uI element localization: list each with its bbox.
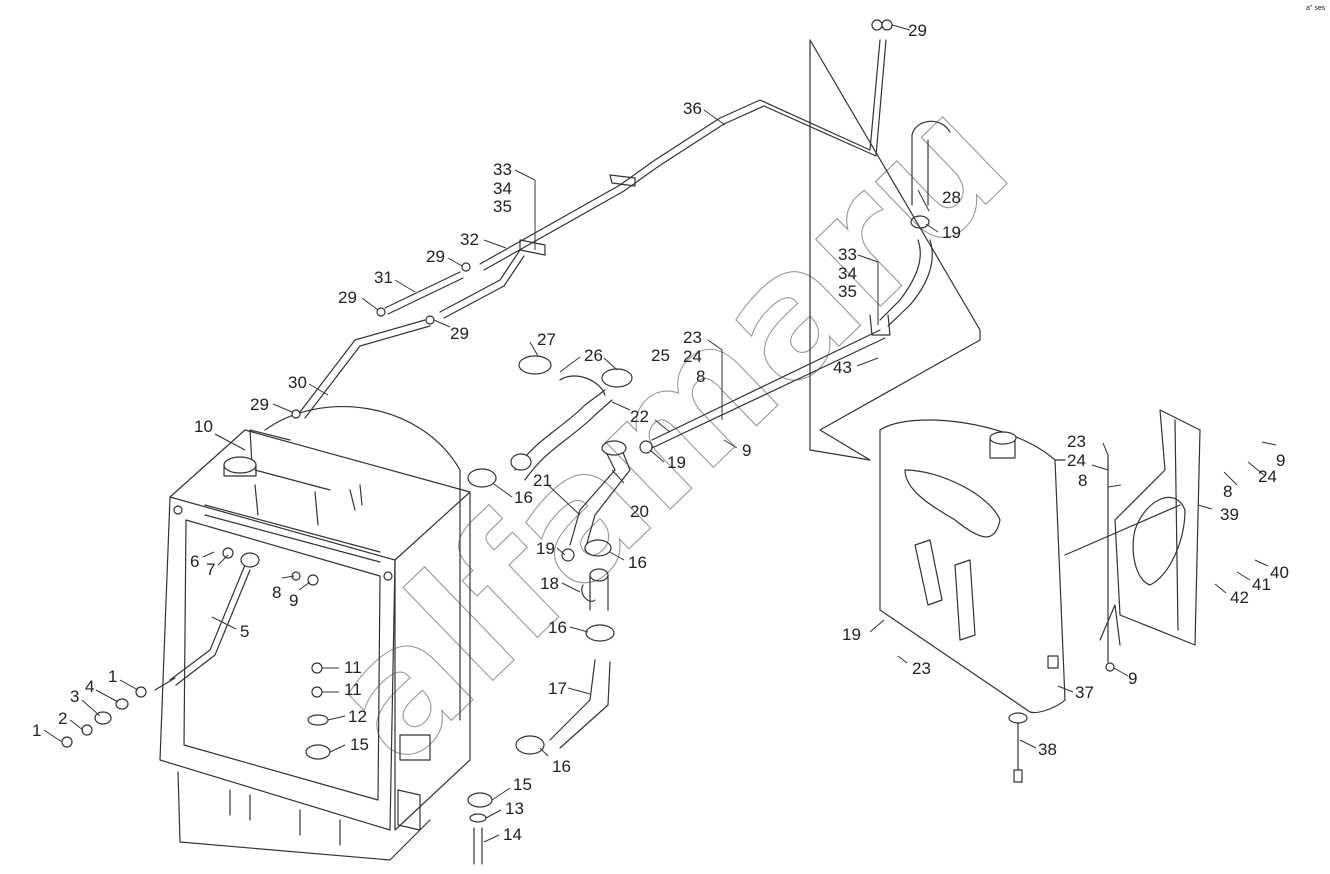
callout-label: 8 — [696, 367, 705, 386]
callout-label: 19 — [842, 625, 861, 644]
callout-label: 27 — [537, 330, 556, 349]
callout-label: 30 — [288, 373, 307, 392]
tank-pipe — [809, 39, 981, 461]
callout-label: 24 — [1258, 467, 1277, 486]
callout-label: 34 — [838, 264, 857, 283]
callout-numbers: 1 2 3 4 1 5 6 7 8 9 10 11 11 12 15 15 13… — [32, 21, 1289, 844]
callout-label: 36 — [683, 99, 702, 118]
callout-label: 25 — [651, 346, 670, 365]
callout-label: 16 — [552, 757, 571, 776]
callout-label: 19 — [667, 453, 686, 472]
callout-label: 8 — [1223, 482, 1232, 501]
callout-label: 24 — [683, 347, 702, 366]
callout-label: 29 — [908, 21, 927, 40]
callout-label: 29 — [338, 288, 357, 307]
callout-label: 26 — [584, 346, 603, 365]
callout-label: 1 — [32, 721, 41, 740]
callout-label: 4 — [85, 677, 94, 696]
callout-label: 19 — [942, 223, 961, 242]
callout-label: 31 — [374, 268, 393, 287]
callout-label: 9 — [289, 591, 298, 610]
callout-label: 16 — [628, 553, 647, 572]
callout-label: 8 — [1078, 471, 1087, 490]
callout-label: 11 — [344, 658, 362, 677]
corner-mark: a" ses — [1306, 5, 1326, 12]
callout-label: 24 — [1067, 451, 1086, 470]
callout-label: 9 — [742, 441, 751, 460]
callout-label: 20 — [630, 502, 649, 521]
callout-label: 7 — [206, 560, 215, 579]
callout-label: 35 — [493, 197, 512, 216]
callout-label: 16 — [514, 488, 533, 507]
callout-label: 40 — [1270, 563, 1289, 582]
overflow-pipes — [291, 19, 893, 419]
callout-label: 23 — [1067, 432, 1086, 451]
callout-label: 19 — [536, 539, 555, 558]
callout-label: 35 — [838, 282, 857, 301]
callout-label: 42 — [1230, 588, 1249, 607]
callout-label: 9 — [1276, 451, 1285, 470]
callout-label: 22 — [630, 407, 649, 426]
callout-label: 14 — [503, 825, 522, 844]
callout-label: 16 — [548, 618, 567, 637]
callout-label: 11 — [344, 680, 362, 699]
callout-label: 17 — [548, 679, 567, 698]
stay-rod — [154, 552, 260, 691]
radiator — [159, 406, 471, 861]
leader-lines — [43, 24, 1277, 843]
expansion-tank — [879, 419, 1181, 783]
callout-label: 10 — [194, 417, 213, 436]
callout-label: 23 — [912, 659, 931, 678]
callout-label: 18 — [540, 574, 559, 593]
watermark-text: alfamaru — [291, 61, 1046, 800]
callout-label: 41 — [1252, 575, 1271, 594]
callout-label: 37 — [1075, 683, 1094, 702]
tank-bracket — [1099, 409, 1201, 672]
callout-label: 1 — [108, 667, 117, 686]
callout-label: 38 — [1038, 740, 1057, 759]
callout-label: 13 — [505, 799, 524, 818]
callout-label: 6 — [190, 552, 199, 571]
callout-label: 12 — [348, 707, 367, 726]
callout-label: 29 — [450, 324, 469, 343]
callout-label: 29 — [426, 247, 445, 266]
callout-label: 28 — [942, 188, 961, 207]
callout-label: 39 — [1220, 505, 1239, 524]
callout-label: 2 — [58, 709, 67, 728]
callout-label: 32 — [460, 230, 479, 249]
coolant-hoses — [467, 329, 886, 755]
callout-label: 34 — [493, 179, 512, 198]
callout-label: 21 — [533, 471, 552, 490]
callout-label: 33 — [838, 245, 857, 264]
callout-label: 3 — [70, 687, 79, 706]
callout-label: 23 — [683, 328, 702, 347]
callout-label: 29 — [250, 395, 269, 414]
callout-label: 33 — [493, 160, 512, 179]
callout-label: 15 — [513, 775, 532, 794]
callout-label: 9 — [1128, 669, 1137, 688]
callout-label: 43 — [833, 358, 852, 377]
watermark: alfamaru — [290, 60, 1046, 800]
callout-label: 5 — [240, 622, 249, 641]
callout-label: 15 — [350, 735, 369, 754]
callout-label: 8 — [272, 583, 281, 602]
